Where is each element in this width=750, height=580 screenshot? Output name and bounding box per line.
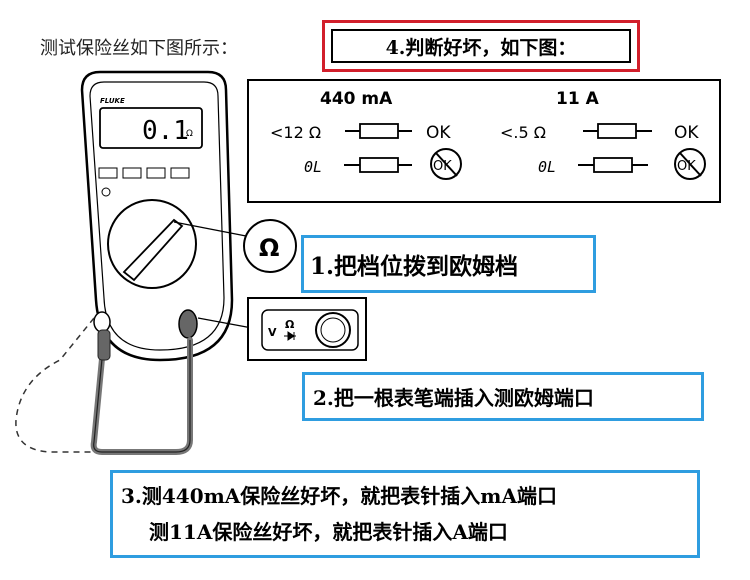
col1-header: 440 mA: [320, 89, 393, 109]
step3-box: 3.测440mA保险丝好坏，就把表针插入mA端口 测11A保险丝好坏，就把表针插…: [110, 470, 700, 558]
col2-header: 11 A: [556, 89, 600, 109]
meter-small-knob: [101, 187, 111, 197]
meter-display: [99, 107, 203, 149]
intro-caption: 测试保险丝如下图所示：: [40, 38, 238, 59]
meter-inner-outline: [89, 81, 225, 351]
meter-button[interactable]: [122, 167, 142, 179]
col1-open-result: OK: [433, 159, 452, 174]
test-lead-dashed: [15, 317, 100, 453]
meter-button[interactable]: [170, 167, 190, 179]
fuse-table-frame: [247, 79, 721, 203]
port-v-label: V: [268, 326, 277, 339]
dial-pointer: [122, 218, 184, 282]
brand-logo: FLUKE: [100, 97, 125, 105]
step1-box: 1.把档位拨到欧姆档: [301, 235, 596, 293]
fuse-icon: [345, 123, 412, 139]
fuse-icon: [583, 123, 652, 139]
col2-open-result: OK: [677, 159, 696, 174]
diode-icon: [284, 331, 296, 341]
blown-fuse-icon: [578, 157, 648, 173]
dial-callout-circle: [243, 219, 297, 273]
meter-button[interactable]: [98, 167, 118, 179]
callout-line: [197, 317, 253, 329]
meter-button[interactable]: [146, 167, 166, 179]
step2-box: 2.把一根表笔端插入测欧姆端口: [302, 372, 704, 421]
blown-fuse-icon: [344, 157, 412, 173]
step3-line2: 测11A保险丝好坏，就把表针插入A端口: [149, 520, 508, 544]
port-jack-ring: [320, 317, 346, 343]
probe-tip-left: [97, 329, 111, 361]
prohibited-slash: [679, 152, 702, 177]
step2-label: 2.把一根表笔端插入测欧姆端口: [313, 386, 594, 410]
step4-label: 4.判断好坏，如下图：: [331, 29, 631, 63]
dial-callout-symbol: Ω: [259, 234, 279, 262]
callout-line: [173, 221, 247, 237]
col1-open-reading: 0L: [304, 158, 322, 176]
test-lead-outline: [93, 337, 191, 453]
port-omega-label: Ω: [285, 318, 295, 331]
jack-ma[interactable]: [93, 311, 111, 333]
step1-label: 1.把档位拨到欧姆档: [310, 253, 519, 280]
col2-good-result: OK: [674, 123, 699, 143]
display-unit: Ω: [186, 129, 193, 139]
col2-good-reading: <.5 Ω: [500, 123, 546, 142]
step3-line1: 3.测440mA保险丝好坏，就把表针插入mA端口: [121, 484, 557, 508]
prohibited-slash: [435, 152, 458, 177]
col2-open-reading: 0L: [538, 158, 556, 176]
display-reading: 0.1: [142, 116, 189, 146]
col1-good-reading: <12 Ω: [270, 123, 321, 142]
step4-box: 4.判断好坏，如下图：: [322, 20, 640, 72]
col1-good-result: OK: [426, 123, 451, 143]
jack-ohm[interactable]: [178, 309, 198, 339]
